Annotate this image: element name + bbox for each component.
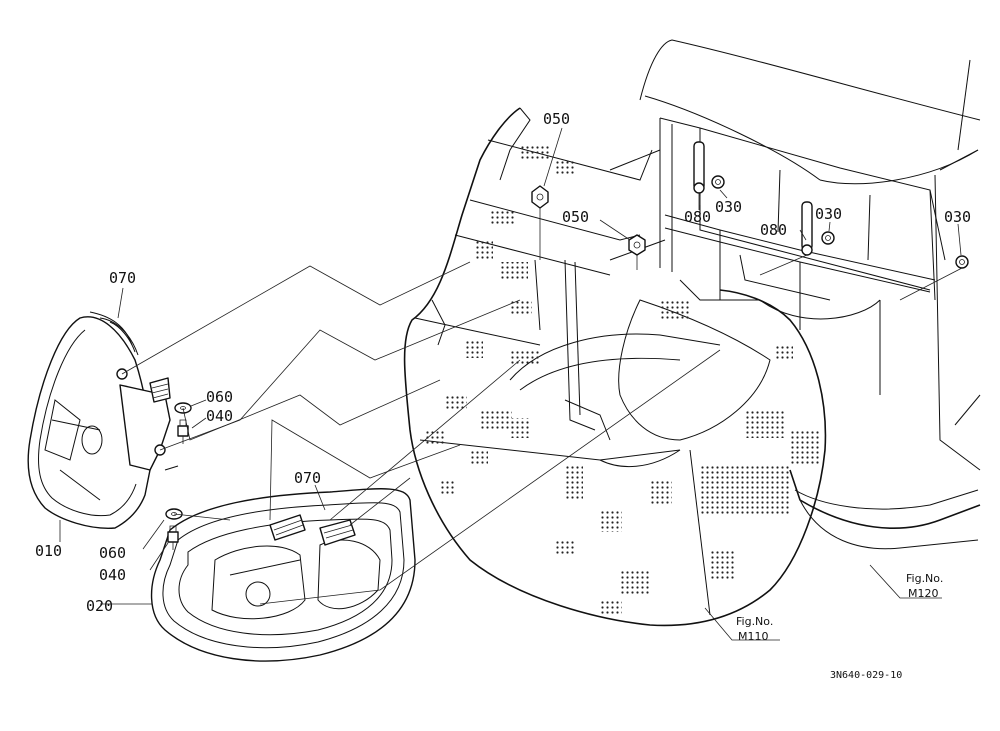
- part-030-nut-a: [711, 175, 725, 189]
- part-050-nut-b: [628, 234, 646, 256]
- part-030-nut-b: [821, 231, 835, 245]
- label-070-left: 070: [109, 269, 136, 287]
- fig-m120-title: Fig.No.: [906, 572, 943, 585]
- fig-m110-title: Fig.No.: [736, 615, 773, 628]
- part-010-headlamp-left: [27, 311, 179, 529]
- part-020-headlamp-right: [150, 488, 416, 662]
- label-040-lower: 040: [99, 566, 126, 584]
- front-grille-m110: [403, 107, 827, 627]
- hood-outline: [639, 39, 981, 471]
- figure-reference-m120: Fig.No. M120: [906, 572, 943, 600]
- grille-mesh: [425, 145, 820, 616]
- part-050-nut-a: [531, 185, 549, 209]
- part-040-bolt-b: [167, 525, 179, 550]
- label-020: 020: [86, 597, 113, 615]
- fig-m110-code: M110: [738, 630, 769, 643]
- label-060-lower: 060: [99, 544, 126, 562]
- label-050-upper: 050: [543, 110, 570, 128]
- label-030-middle: 030: [815, 205, 842, 223]
- label-080-right: 080: [760, 221, 787, 239]
- label-010: 010: [35, 542, 62, 560]
- part-080-bracket-a: [693, 141, 705, 194]
- label-080-left: 080: [684, 208, 711, 226]
- label-030-left: 030: [715, 198, 742, 216]
- figure-reference-m110: Fig.No. M110: [736, 615, 773, 643]
- leader-lines: [59, 127, 962, 641]
- part-030-nut-c: [955, 255, 969, 269]
- label-070-lower: 070: [294, 469, 321, 487]
- part-080-bracket-b: [801, 201, 813, 256]
- label-040-upper: 040: [206, 407, 233, 425]
- drawing-code: 3N640-029-10: [830, 670, 902, 681]
- label-030-right: 030: [944, 208, 971, 226]
- part-labels: 070 010 020 060 040 060 040 070 050 050 …: [35, 110, 971, 615]
- assembly-lines: [121, 193, 963, 605]
- front-panel-m120: [789, 469, 981, 550]
- label-060-upper: 060: [206, 388, 233, 406]
- label-050-lower: 050: [562, 208, 589, 226]
- fig-m120-code: M120: [908, 587, 939, 600]
